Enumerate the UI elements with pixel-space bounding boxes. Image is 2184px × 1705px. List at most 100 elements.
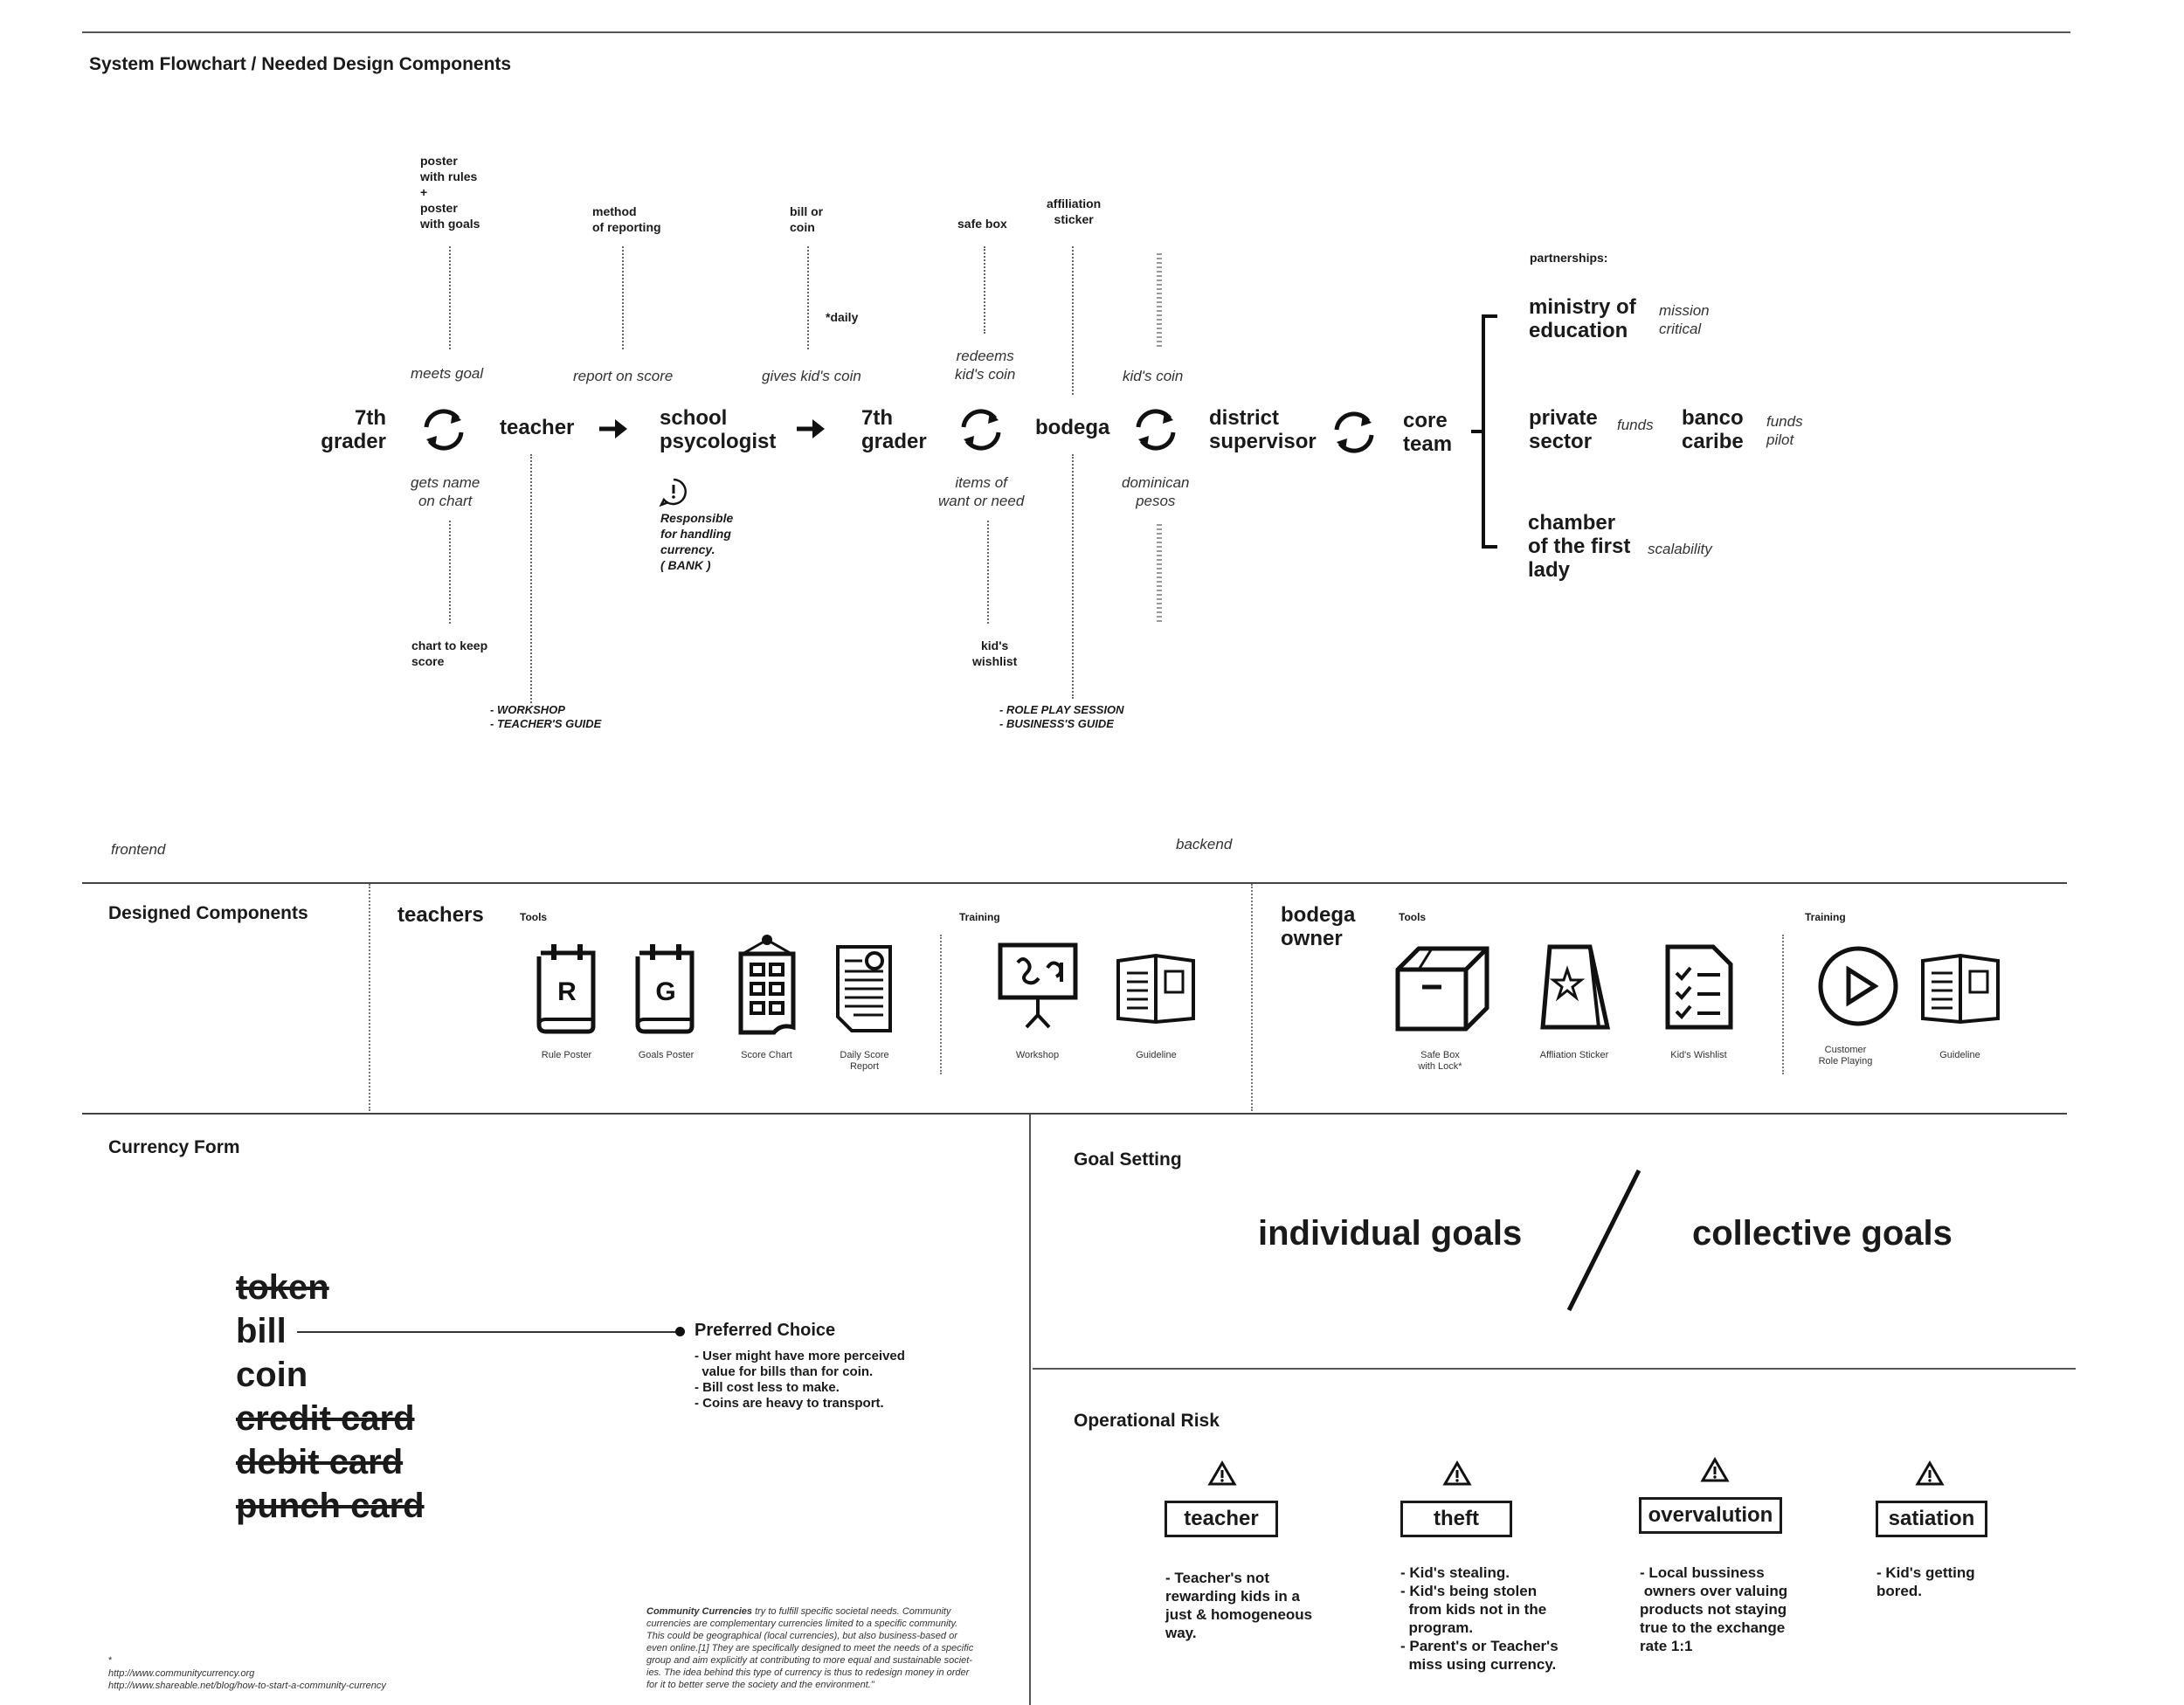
document-icon [836, 945, 892, 1032]
posters-label: poster with rules + poster with goals [420, 154, 480, 231]
partner-ministry-note: mission critical [1659, 302, 1710, 337]
score-chart-icon [738, 935, 796, 1035]
open-book-icon [1116, 953, 1195, 1025]
goals-title: Goal Setting [1074, 1149, 1182, 1170]
star-sign-icon [1540, 944, 1611, 1030]
node-school-psycologist: school psycologist [660, 406, 777, 453]
connector [449, 246, 451, 349]
individual-goals: individual goals [1258, 1214, 1523, 1253]
tools-training-divider [940, 935, 942, 1074]
risk-description: - Local bussiness owners over valuing pr… [1640, 1564, 1788, 1654]
poster-r-icon: R [536, 944, 596, 1034]
preferred-connector [297, 1331, 678, 1333]
partner-ministry: ministry of education [1529, 295, 1636, 342]
partner-banco-note: funds pilot [1766, 413, 1803, 448]
meets-goal-label: meets goal [411, 365, 484, 382]
hatched-connector [1157, 524, 1162, 622]
bill-label: bill or coin [790, 204, 824, 234]
component-caption: Customer Role Playing [1818, 1045, 1873, 1066]
poster-g-icon: G [635, 944, 695, 1034]
wishlist-label: kid's wishlist [972, 639, 1018, 668]
node-district-supervisor: district supervisor [1209, 406, 1317, 453]
risk-title: Operational Risk [1074, 1411, 1220, 1431]
node-bodega: bodega [1035, 416, 1110, 439]
node-7th-grader: 7th grader [321, 406, 386, 453]
component-caption: Rule Poster [541, 1050, 592, 1060]
component-caption: Kid's Wishlist [1670, 1050, 1727, 1060]
column-divider [369, 884, 370, 1111]
connector [1072, 454, 1074, 699]
component-caption: Daily Score Report [840, 1050, 889, 1072]
training-label: Training [959, 911, 1000, 923]
tools-label-2: Tools [1399, 911, 1427, 923]
method-label: method of reporting [592, 204, 661, 234]
component-caption: Score Chart [741, 1050, 792, 1060]
currency-option: credit card [236, 1399, 415, 1438]
cycle-icon [1136, 409, 1176, 451]
items-label: items of want or need [938, 474, 1025, 509]
tools-training-divider [1782, 935, 1784, 1074]
cycle-icon [961, 409, 1001, 451]
workshop-label: - WORKSHOP - TEACHER'S GUIDE [490, 703, 602, 730]
top-rule [82, 31, 2070, 33]
preferred-title: Preferred Choice [695, 1321, 836, 1340]
connector [530, 454, 532, 703]
node-teacher: teacher [500, 416, 575, 439]
pesos-label: dominican pesos [1122, 474, 1190, 509]
hatched-connector [1157, 253, 1162, 349]
currency-title: Currency Form [108, 1137, 240, 1157]
presentation-board-icon [998, 942, 1078, 1029]
collective-goals: collective goals [1692, 1214, 1952, 1253]
flowchart-title: System Flowchart / Needed Design Compone… [89, 54, 512, 74]
tools-label: Tools [520, 911, 548, 923]
cycle-icon [424, 409, 464, 451]
currency-option: bill [236, 1312, 287, 1350]
risk-description: - Kid's stealing. - Kid's being stolen f… [1400, 1564, 1559, 1673]
box-icon [1395, 946, 1489, 1032]
risk-description: - Teacher's not rewarding kids in a just… [1165, 1570, 1313, 1641]
component-caption: Safe Box with Lock* [1418, 1050, 1462, 1072]
open-book-icon [1921, 953, 2000, 1025]
arrow-right-icon [797, 419, 825, 438]
poster-letter: G [655, 977, 675, 1006]
slash-divider [1566, 1169, 1641, 1312]
connector [1072, 246, 1074, 395]
node-core-team: core team [1403, 409, 1453, 456]
connector [984, 246, 985, 334]
quote-text: try to fulfill specific societal needs. … [646, 1606, 974, 1690]
currency-option: debit card [236, 1443, 404, 1481]
community-currencies-quote: Community Currencies try to fulfill spec… [646, 1605, 973, 1691]
partner-chamber-note: scalability [1648, 541, 1712, 557]
partner-private: private sector [1529, 406, 1598, 453]
component-caption: Guideline [1939, 1050, 1980, 1060]
gives-label: gives kid's coin [762, 368, 861, 384]
partner-chamber: chamber of the first lady [1528, 511, 1631, 582]
risk-theft: theft [1400, 1501, 1512, 1537]
arrow-right-icon [599, 419, 627, 438]
section-divider [1029, 1115, 1031, 1705]
quote-bold: Community Currencies [646, 1606, 753, 1617]
kids-coin-label: kid's coin [1123, 368, 1184, 384]
training-label-2: Training [1805, 911, 1846, 923]
connector [622, 246, 624, 349]
partner-private-note: funds [1617, 417, 1654, 433]
column-divider [1251, 884, 1253, 1111]
designed-title: Designed Components [108, 903, 308, 923]
checklist-icon [1665, 944, 1733, 1030]
divider [82, 882, 2067, 884]
divider [82, 1113, 2067, 1115]
component-caption: Guideline [1136, 1050, 1177, 1060]
component-caption: Goals Poster [638, 1050, 695, 1060]
node-7th-grader-2: 7th grader [861, 406, 927, 453]
partnerships-title: partnerships: [1530, 251, 1608, 265]
currency-option: punch card [236, 1487, 425, 1525]
warning-icon [1915, 1460, 1945, 1486]
preferred-points: - User might have more perceived value f… [695, 1349, 905, 1411]
safebox-label: safe box [957, 217, 1007, 231]
backend-label: backend [1176, 836, 1233, 852]
currency-option: coin [236, 1356, 308, 1394]
footnote-links[interactable]: http://www.communitycurrency.org http://… [108, 1668, 386, 1691]
affiliation-label: affiliation sticker [1047, 197, 1102, 226]
connector-dot [675, 1327, 685, 1336]
currency-option: token [236, 1268, 329, 1307]
